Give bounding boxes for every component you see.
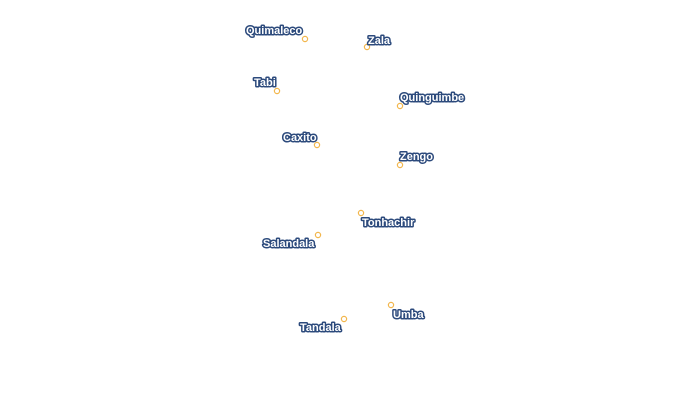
place-marker[interactable] <box>387 301 395 309</box>
place-marker[interactable] <box>314 231 322 239</box>
place-marker[interactable] <box>396 102 404 110</box>
place-zala[interactable]: Zala <box>363 34 392 51</box>
place-tabi[interactable]: Tabi <box>253 76 281 95</box>
place-tandala[interactable]: Tandala <box>299 315 348 336</box>
place-marker[interactable] <box>340 315 348 323</box>
place-marker[interactable] <box>357 209 365 217</box>
place-quinguimbe[interactable]: Quinguimbe <box>396 91 466 110</box>
place-label: Zengo <box>400 151 433 163</box>
place-label: Tonhachir <box>362 217 415 229</box>
place-label: Caxito <box>283 132 317 144</box>
place-zengo[interactable]: Zengo <box>396 150 435 169</box>
place-umba[interactable]: Umba <box>387 301 426 323</box>
place-label: Tandala <box>300 322 342 334</box>
place-label: Salandala <box>263 238 315 250</box>
place-marker[interactable] <box>273 87 281 95</box>
place-label: Quinguimbe <box>400 92 464 104</box>
place-marker[interactable] <box>301 35 309 43</box>
place-marker[interactable] <box>396 161 404 169</box>
place-salandala[interactable]: Salandala <box>262 231 322 252</box>
place-label: Tabi <box>254 77 276 89</box>
place-label: Umba <box>393 309 424 321</box>
place-label: Quimaleco <box>246 25 303 37</box>
place-quimaleco[interactable]: Quimaleco <box>245 24 309 43</box>
place-marker[interactable] <box>363 43 371 51</box>
place-caxito[interactable]: Caxito <box>282 131 321 149</box>
place-tonhachir[interactable]: Tonhachir <box>357 209 417 231</box>
place-marker[interactable] <box>313 141 321 149</box>
places-layer: QuimalecoZalaTabiQuinguimbeCaxitoZengoTo… <box>245 24 466 336</box>
place-label: Zala <box>368 35 391 47</box>
